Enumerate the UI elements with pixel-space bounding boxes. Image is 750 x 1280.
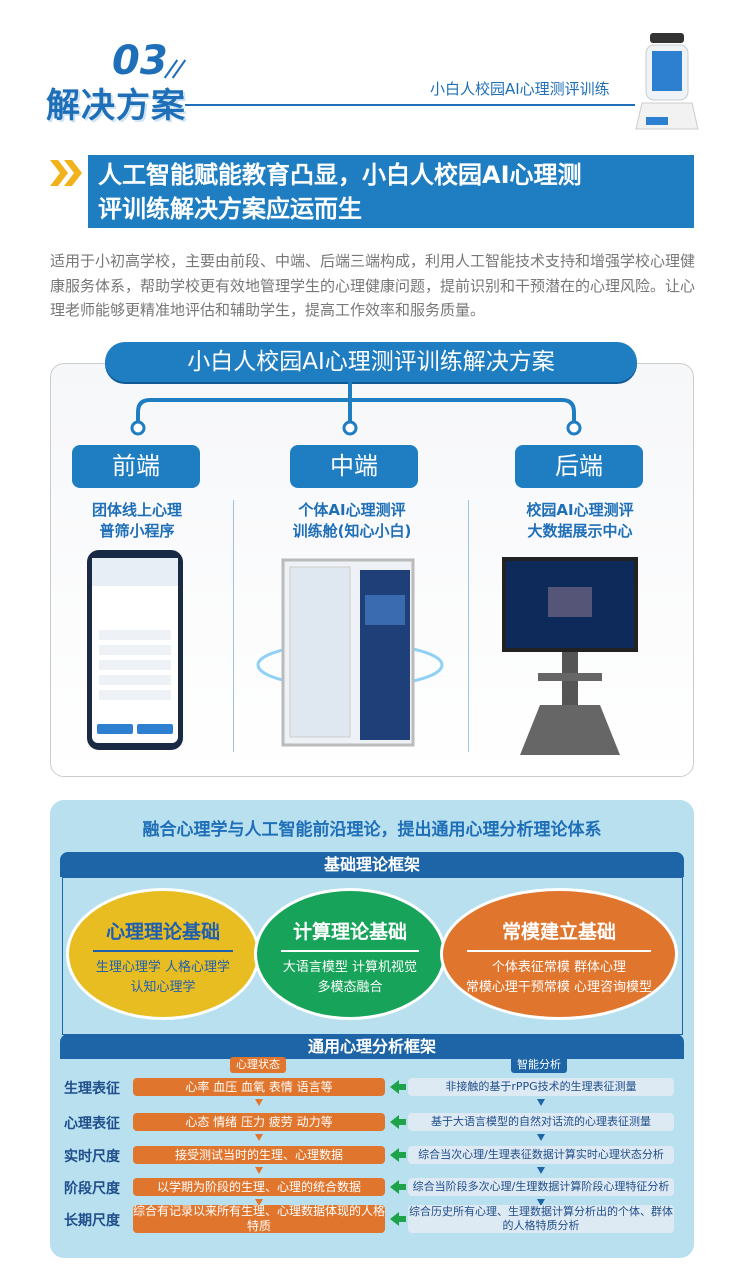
row-label: 实时尺度: [64, 1149, 120, 1165]
green-arrow-left-icon: [390, 1080, 406, 1094]
down-arrow-icon: [255, 1099, 263, 1106]
column-divider: [468, 500, 469, 752]
analysis-box: 综合当阶段多次心理/生理数据计算阶段心理特征分析: [408, 1178, 674, 1196]
computing-basis-circle: 计算理论基础 大语言模型 计算机视觉多模态融合: [254, 888, 446, 1020]
down-arrow-icon: [537, 1134, 545, 1141]
desc-line: 团体线上心理: [91, 501, 182, 519]
frontend-desc: 团体线上心理普筛小程序: [57, 500, 217, 542]
frontend-button[interactable]: 前端: [72, 445, 200, 488]
row-label: 心理表征: [64, 1116, 120, 1132]
down-arrow-icon: [255, 1199, 263, 1206]
psychology-basis-circle: 心理理论基础 生理心理学 人格心理学认知心理学: [66, 888, 260, 1020]
down-arrow-icon: [537, 1167, 545, 1174]
headline-line2: 评训练解决方案应运而生: [98, 195, 362, 223]
general-framework-bar: 通用心理分析框架: [60, 1034, 684, 1059]
state-box: 综合有记录以来所有生理、心理数据体现的人格特质: [133, 1204, 386, 1233]
norm-basis-circle: 常模建立基础 个体表征常模 群体心理常模心理干预常模 心理咨询模型: [440, 888, 678, 1020]
circle-text: 常模心理干预常模 心理咨询模型: [465, 980, 653, 995]
analysis-tag: 智能分析: [511, 1057, 567, 1073]
desc-line: 大数据展示中心: [527, 522, 633, 540]
state-box: 心率 血压 血氧 表情 语言等: [133, 1078, 385, 1096]
midend-desc: 个体AI心理测评训练舱(知心小白): [272, 500, 432, 542]
circle-text: 个体表征常模 群体心理: [491, 960, 627, 975]
down-arrow-icon: [255, 1167, 263, 1174]
intro-paragraph: 适用于小初高学校，主要由前段、中端、后端三端构成，利用人工智能技术支持和增强学校…: [50, 252, 696, 319]
backend-button[interactable]: 后端: [515, 445, 643, 488]
desc-line: 普筛小程序: [99, 522, 175, 540]
circle-title: 常模建立基础: [467, 917, 651, 952]
headline-line1: 人工智能赋能教育凸显，小白人校园AI心理测: [98, 161, 582, 189]
headline-box: 人工智能赋能教育凸显，小白人校园AI心理测 评训练解决方案应运而生: [88, 155, 694, 228]
state-tag: 心理状态: [230, 1057, 286, 1073]
analysis-box: 综合当次心理/生理表征数据计算实时心理状态分析: [408, 1146, 674, 1164]
desc-line: 训练舱(知心小白): [292, 522, 412, 540]
state-box: 心态 情绪 压力 疲劳 动力等: [133, 1113, 385, 1131]
row-label: 长期尺度: [64, 1213, 120, 1229]
analysis-box: 非接触的基于rPPG技术的生理表征测量: [408, 1078, 674, 1096]
desc-line: 校园AI心理测评: [526, 501, 634, 519]
analysis-box: 基于大语言模型的自然对话流的心理表征测量: [408, 1113, 674, 1131]
circle-text: 生理心理学 人格心理学: [95, 960, 231, 975]
down-arrow-icon: [255, 1134, 263, 1141]
circle-title: 计算理论基础: [281, 917, 419, 952]
section-number: 03: [112, 38, 168, 84]
booth-image: [256, 558, 444, 747]
chevron-decor-icon: [50, 160, 82, 186]
midend-button[interactable]: 中端: [290, 445, 418, 488]
row-label: 生理表征: [64, 1081, 120, 1097]
circle-text: 大语言模型 计算机视觉: [282, 960, 418, 975]
theory-title: 融合心理学与人工智能前沿理论，提出通用心理分析理论体系: [142, 820, 602, 840]
basic-framework-bar: 基础理论框架: [60, 852, 684, 877]
circle-title: 心理理论基础: [93, 917, 233, 952]
robot-kiosk-image: [635, 33, 699, 130]
column-divider: [233, 500, 234, 752]
state-box: 接受测试当时的生理、心理数据: [133, 1146, 385, 1164]
circle-text: 多模态融合: [317, 980, 383, 995]
green-arrow-left-icon: [390, 1212, 406, 1226]
phone-image: [87, 550, 183, 750]
green-arrow-left-icon: [390, 1148, 406, 1162]
brand-text: 小白人校园AI心理测评训练: [430, 80, 610, 98]
green-arrow-left-icon: [390, 1180, 406, 1194]
state-box: 以学期为阶段的生理、心理的统合数据: [133, 1178, 385, 1196]
section-title: 解决方案: [46, 86, 186, 126]
row-label: 阶段尺度: [64, 1181, 120, 1197]
solution-title: 小白人校园AI心理测评训练解决方案: [105, 342, 637, 382]
display-screen-image: [502, 557, 638, 755]
down-arrow-icon: [537, 1199, 545, 1206]
desc-line: 个体AI心理测评: [298, 501, 406, 519]
backend-desc: 校园AI心理测评大数据展示中心: [500, 500, 660, 542]
circle-text: 认知心理学: [130, 980, 196, 995]
analysis-box: 综合历史所有心理、生理数据计算分析出的个体、群体的人格特质分析: [408, 1205, 674, 1233]
header-divider: [185, 104, 635, 106]
connector-tree: [130, 382, 582, 436]
green-arrow-left-icon: [390, 1115, 406, 1129]
down-arrow-icon: [537, 1099, 545, 1106]
